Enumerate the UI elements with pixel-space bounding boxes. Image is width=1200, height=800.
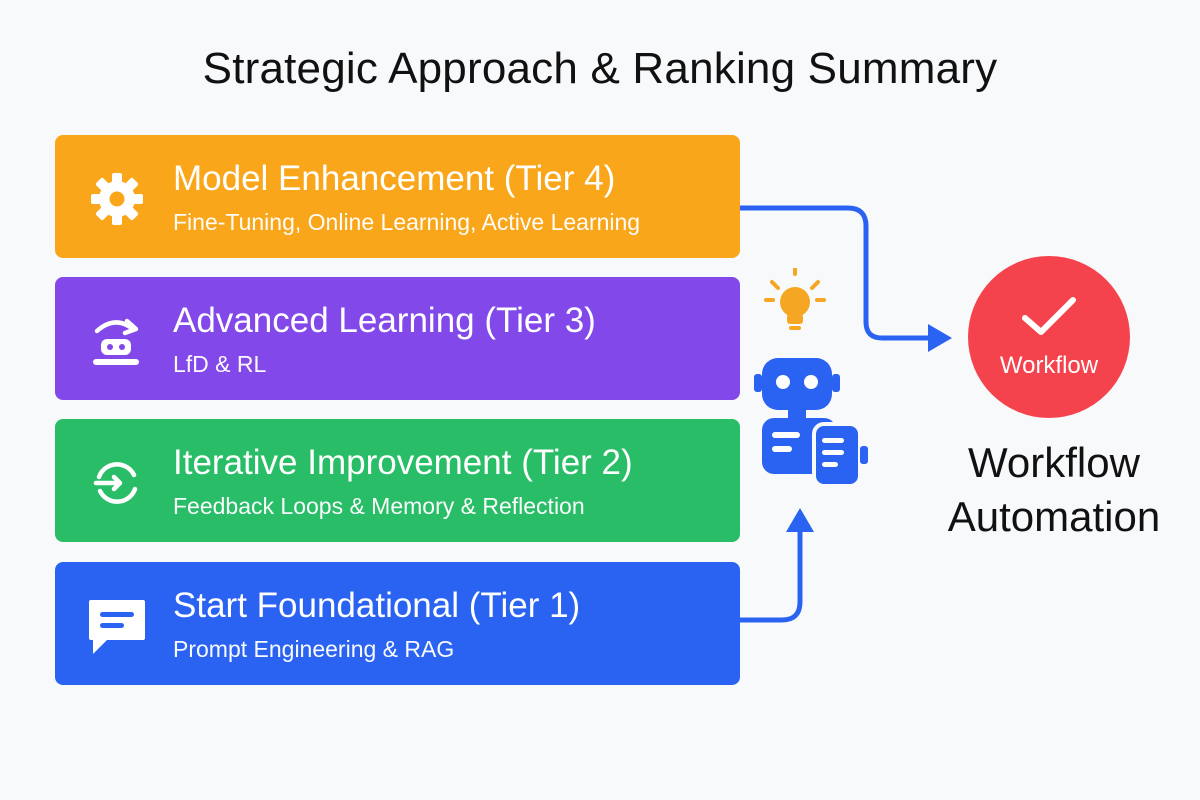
tier-1-subtitle: Prompt Engineering & RAG bbox=[173, 636, 455, 662]
tier-2-subtitle: Feedback Loops & Memory & Reflection bbox=[173, 493, 585, 519]
chat-icon bbox=[89, 600, 145, 654]
tier-2-title: Iterative Improvement (Tier 2) bbox=[173, 443, 633, 482]
tier-1-title: Start Foundational (Tier 1) bbox=[173, 586, 581, 625]
tier-4-subtitle: Fine-Tuning, Online Learning, Active Lea… bbox=[173, 209, 641, 235]
arrowhead-robot bbox=[786, 508, 814, 532]
tier-3-title: Advanced Learning (Tier 3) bbox=[173, 301, 596, 340]
tier-3-card: Advanced Learning (Tier 3) LfD & RL bbox=[55, 277, 740, 400]
checkmark-icon bbox=[1022, 297, 1076, 335]
tier-4-card: Model Enhancement (Tier 4) Fine-Tuning, … bbox=[55, 135, 740, 258]
arrow-tier1-to-robot bbox=[740, 530, 803, 623]
arrow-tier4-to-goal bbox=[740, 205, 930, 341]
workflow-badge-label: Workflow bbox=[999, 352, 1099, 379]
gear-icon bbox=[91, 173, 143, 225]
workflow-badge: Workflow bbox=[968, 256, 1130, 418]
cycle-icon bbox=[93, 462, 138, 504]
tier-2-card: Iterative Improvement (Tier 2) Feedback … bbox=[55, 419, 740, 542]
arrowhead-goal bbox=[928, 324, 952, 352]
goal-label: Workflow Automation bbox=[920, 436, 1188, 544]
tier-4-title: Model Enhancement (Tier 4) bbox=[173, 159, 616, 198]
robot-icon bbox=[754, 268, 868, 488]
tier-3-subtitle: LfD & RL bbox=[173, 351, 267, 377]
lightbulb-icon bbox=[764, 268, 826, 330]
goal-label-line1: Workflow bbox=[968, 439, 1140, 486]
demonstration-icon bbox=[93, 318, 139, 365]
goal-label-line2: Automation bbox=[947, 493, 1161, 540]
page-title: Strategic Approach & Ranking Summary bbox=[202, 44, 998, 93]
tier-1-card: Start Foundational (Tier 1) Prompt Engin… bbox=[55, 562, 740, 685]
